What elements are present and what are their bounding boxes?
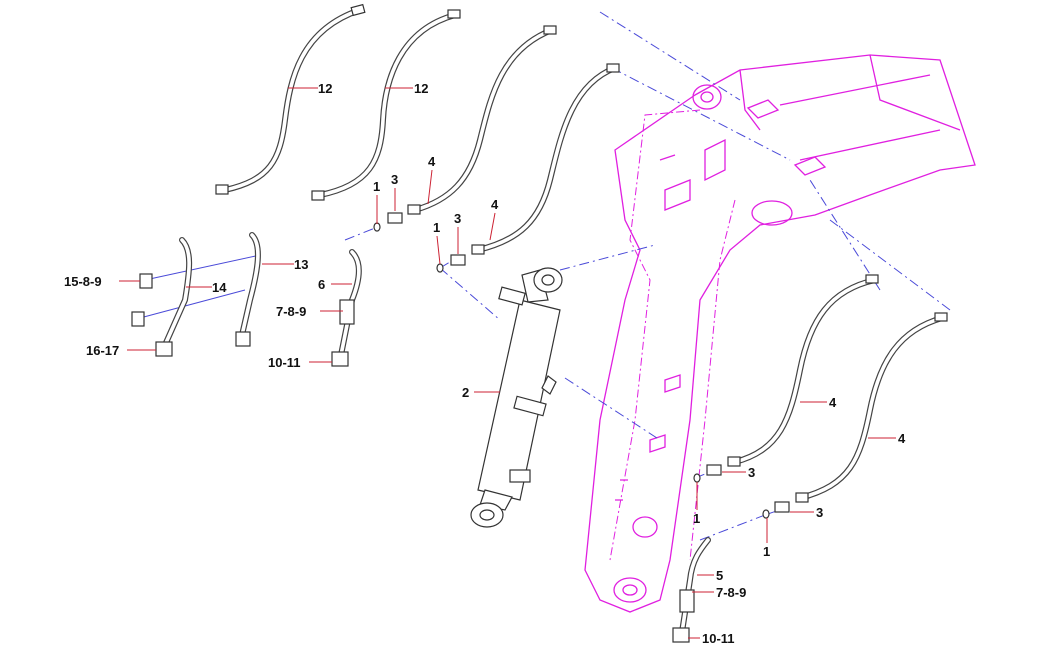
label-hose-4-d: 4 (898, 431, 906, 446)
label-adapter-3-b: 3 (454, 211, 461, 226)
oring-1-c (693, 473, 701, 483)
pipes (131, 232, 711, 643)
adapter-3-d (774, 501, 790, 513)
leader-lines (119, 87, 896, 639)
label-clamp-7-8-9-a: 7-8-9 (276, 304, 306, 319)
boom (584, 54, 976, 613)
boom-cylinder (470, 267, 563, 528)
label-flange-10-11-a: 10-11 (268, 355, 301, 370)
label-pipe-13: 13 (294, 257, 308, 272)
hose-4-upper-b[interactable] (475, 65, 618, 253)
adapter-3-c (706, 464, 722, 476)
part-labels: 12 12 1 3 4 1 3 4 13 15-8-9 14 6 7-8-9 1… (64, 81, 906, 646)
flange-13 (235, 331, 251, 347)
label-cylinder-2: 2 (462, 385, 469, 400)
oring-1-d (762, 509, 770, 519)
label-pipe-6: 6 (318, 277, 325, 292)
label-hose-4-a: 4 (428, 154, 436, 169)
hose-4-lower-a[interactable] (732, 277, 878, 465)
clamp-15b (131, 311, 145, 327)
clamp-7-a (339, 299, 355, 325)
label-hose-4-c: 4 (829, 395, 837, 410)
label-clamp-15-8-9: 15-8-9 (64, 274, 102, 289)
label-hose-12-b: 12 (414, 81, 428, 96)
connection-lines (139, 11, 951, 541)
flange-16 (155, 341, 173, 357)
label-hose-4-b: 4 (491, 197, 499, 212)
label-flange-10-11-b: 10-11 (702, 631, 735, 646)
label-hose-12-a: 12 (318, 81, 332, 96)
label-adapter-3-a: 3 (391, 172, 398, 187)
label-oring-1-b: 1 (433, 220, 440, 235)
oring-1-a (373, 222, 381, 232)
flange-10-a (331, 351, 349, 367)
adapter-3-b (450, 254, 466, 266)
label-oring-1-d: 1 (763, 544, 770, 559)
label-pipe-14: 14 (212, 280, 227, 295)
hose-4-upper-a[interactable] (412, 27, 555, 213)
small-parts (373, 212, 790, 519)
hose-12-right[interactable] (317, 12, 458, 198)
hose-4-lower-b[interactable] (797, 315, 945, 501)
label-adapter-3-c: 3 (748, 465, 755, 480)
label-oring-1-a: 1 (373, 179, 380, 194)
label-clamp-7-8-9-b: 7-8-9 (716, 585, 746, 600)
hose-12-left[interactable] (222, 7, 363, 193)
label-pipe-5: 5 (716, 568, 723, 583)
label-flange-16-17: 16-17 (86, 343, 119, 358)
adapter-3-a (387, 212, 403, 224)
label-oring-1-c: 1 (693, 511, 700, 526)
oring-1-b (436, 263, 444, 273)
clamp-15 (139, 273, 153, 289)
clamp-7-b (679, 589, 695, 613)
hoses (215, 3, 948, 503)
flange-10-b (672, 627, 690, 643)
label-adapter-3-d: 3 (816, 505, 823, 520)
